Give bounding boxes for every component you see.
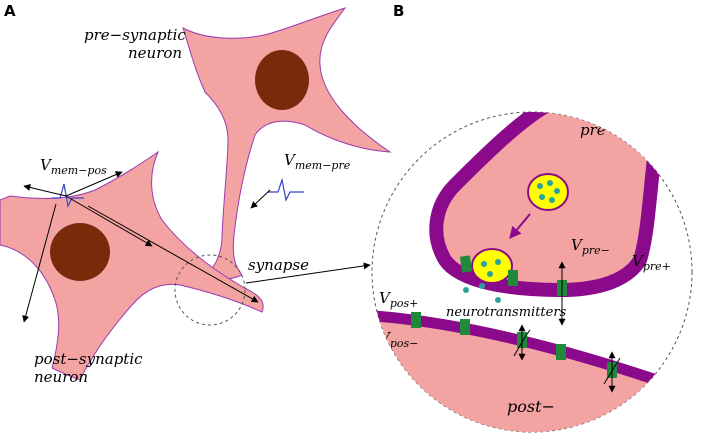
pre-synaptic-nucleus bbox=[255, 50, 309, 110]
v-pre-minus-label: Vpre− bbox=[571, 236, 610, 257]
post-membrane bbox=[372, 309, 692, 401]
post-minus-label: post− bbox=[507, 397, 555, 416]
post-synaptic-label-line2: neuron bbox=[34, 368, 88, 386]
v-mem-pos-label: Vmem−pos bbox=[40, 156, 107, 177]
synapse-zoom-arrow bbox=[245, 262, 371, 284]
channel-current-traces bbox=[513, 329, 621, 385]
vesicle bbox=[527, 173, 569, 211]
vesicle-move-arrow bbox=[509, 213, 531, 239]
current-arrows bbox=[22, 171, 271, 323]
synapse-marker-circle bbox=[174, 254, 246, 326]
panel-label-b: B bbox=[393, 2, 404, 20]
post-synaptic-label-line1: post−synaptic bbox=[34, 350, 143, 368]
released-neurotransmitters bbox=[463, 259, 501, 303]
v-mem-pre-trace bbox=[268, 177, 304, 202]
pre-synaptic-neuron-body bbox=[182, 7, 392, 281]
vesicle-neurotransmitters bbox=[537, 180, 560, 203]
v-mem-pos-trace bbox=[52, 183, 84, 208]
v-pre-plus-label: Vpre+ bbox=[632, 252, 671, 273]
v-pos-plus-label: Vpos+ bbox=[379, 289, 418, 310]
panel-label-a: A bbox=[4, 2, 16, 20]
post-synaptic-nucleus bbox=[50, 223, 110, 281]
neurotransmitters-label: neurotransmitters bbox=[446, 305, 567, 320]
fusing-vesicle bbox=[471, 248, 513, 284]
pre-synaptic-label-line1: pre−synaptic bbox=[84, 26, 186, 44]
synapse-label: synapse bbox=[248, 256, 309, 274]
v-mem-pre-label: Vmem−pre bbox=[284, 151, 351, 172]
post-synaptic-neuron-body bbox=[0, 150, 264, 381]
pre-synaptic-label-line2: neuron bbox=[128, 44, 182, 62]
pre-minus-label: pre− bbox=[580, 121, 618, 139]
